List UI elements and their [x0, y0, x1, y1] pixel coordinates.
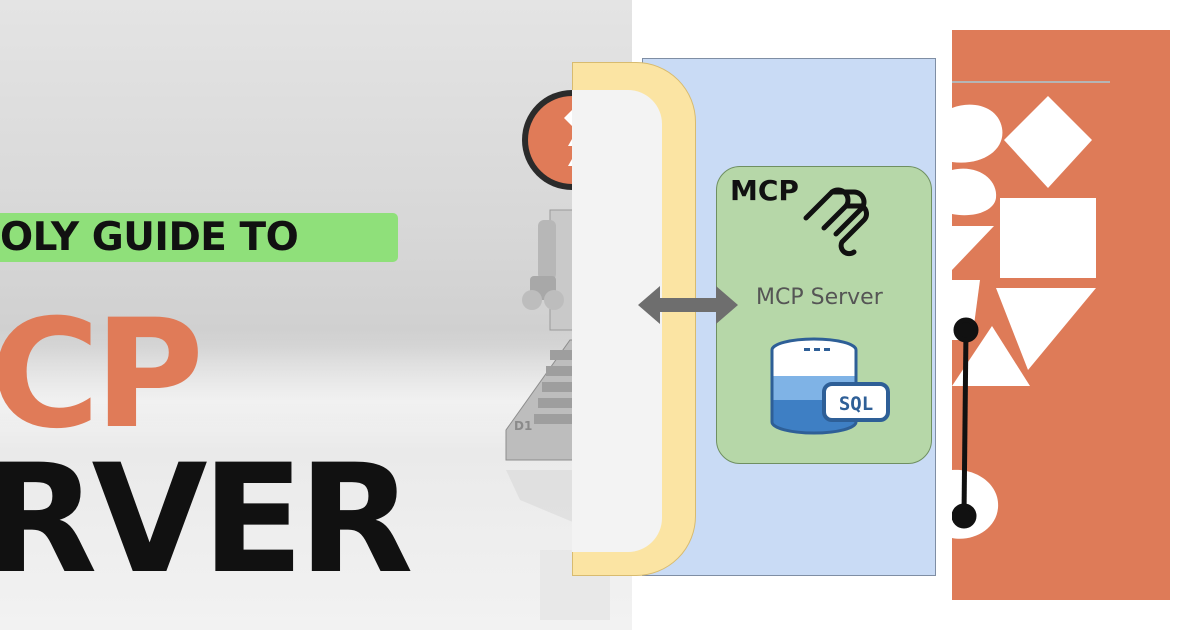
client-pill-inner	[572, 90, 662, 552]
database-sql-icon: SQL	[770, 337, 890, 435]
mcp-title: MCP	[730, 174, 799, 207]
sql-label: SQL	[839, 393, 873, 415]
subtitle-text: OLY GUIDE TO	[0, 215, 299, 260]
logo-shapes-graphic	[952, 81, 1110, 539]
robot-label: D1	[514, 419, 532, 433]
architecture-diagram: MCP MCP Server SQL	[572, 0, 952, 630]
double-arrow-icon	[638, 286, 738, 324]
title-line-2: RVER	[0, 433, 414, 607]
mcp-logo-icon	[803, 187, 869, 257]
mcp-server-label: MCP Server	[756, 285, 883, 310]
logo-closeup-panel	[952, 30, 1170, 600]
title-line-1: CP	[0, 288, 204, 462]
subtitle-banner	[0, 213, 398, 262]
thumbnail-left-panel: OLY GUIDE TO CP RVER	[0, 0, 632, 630]
